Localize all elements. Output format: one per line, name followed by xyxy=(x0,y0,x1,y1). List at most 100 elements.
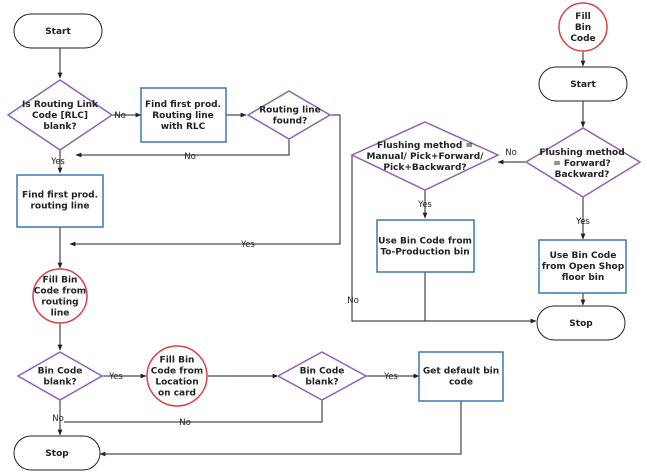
fill-bin-code-label-line: Fill xyxy=(575,12,590,22)
edge-default-to-stop xyxy=(99,401,462,457)
edge-label-manual-yes: Yes xyxy=(417,200,432,210)
fill-bin-routing-label-line: line xyxy=(51,309,70,319)
find-prod-routing-label: Find first prod.routing line xyxy=(22,191,98,212)
flush-forward-label: Flushing method= Forward?Backward? xyxy=(539,148,624,180)
edge-labels: No Yes No Yes Yes No Yes No No Yes Yes N… xyxy=(50,111,590,428)
fill-bin-routing-connector xyxy=(32,268,88,324)
start-left-label: Start xyxy=(45,27,71,37)
edge-bin2-no-to-stop xyxy=(64,400,323,423)
shapes xyxy=(6,2,642,471)
bin-blank-2-label-line: blank? xyxy=(305,378,338,388)
routing-found-label-line: Routing line xyxy=(259,106,321,116)
connector-lines xyxy=(57,48,586,457)
edge-found-yes-to-main xyxy=(69,114,341,247)
fill-bin-code-label-line: Bin xyxy=(575,23,591,33)
fill-bin-location-label-line: on card xyxy=(158,389,196,399)
start-left-label-line: Start xyxy=(45,27,71,37)
fill-bin-code-label-line: Code xyxy=(570,34,595,44)
find-prod-rlc-box xyxy=(140,87,227,143)
rlc-blank-label-line: Code [RLC] xyxy=(32,111,88,121)
find-prod-rlc-label-line: with RLC xyxy=(161,122,206,132)
rlc-blank-label-line: Is Routing Link xyxy=(22,100,99,110)
flush-manual-label-line: Flushing method = xyxy=(377,141,473,151)
find-prod-rlc-label-line: Routing line xyxy=(152,111,214,121)
flush-forward-label-line: Backward? xyxy=(555,170,610,180)
fill-bin-routing-label-line: Fill Bin xyxy=(43,276,78,286)
rlc-blank-diamond xyxy=(6,79,114,151)
edge-label-forward-yes: Yes xyxy=(575,217,590,227)
find-prod-routing-box xyxy=(16,174,104,228)
use-bin-open-shop-label-line: floor bin xyxy=(562,273,605,283)
flush-forward-diamond xyxy=(524,127,642,198)
get-default-bin-box xyxy=(418,351,504,402)
start-right-terminal xyxy=(538,66,628,102)
edge-label-found-no: No xyxy=(184,152,196,162)
fill-bin-routing-label-line: Code from xyxy=(34,287,86,297)
bin-blank-1-diamond xyxy=(16,351,104,401)
routing-found-diamond xyxy=(246,90,332,140)
fill-bin-code-connector xyxy=(558,2,608,52)
edge-label-manual-no: No xyxy=(347,296,359,306)
stop-right-label: Stop xyxy=(569,319,593,329)
start-right-label-line: Start xyxy=(570,80,596,90)
find-prod-routing-label-line: routing line xyxy=(30,202,89,212)
bin-blank-2-label-line: Bin Code xyxy=(300,367,345,377)
stop-left-label-line: Stop xyxy=(45,449,69,459)
start-right-label: Start xyxy=(570,80,596,90)
flush-forward-label-line: = Forward? xyxy=(553,159,611,169)
use-bin-open-shop-label-line: from Open Shop xyxy=(542,262,625,272)
edge-label-bin1-no: No xyxy=(52,414,64,424)
fill-bin-location-label-line: Code from xyxy=(151,367,203,377)
use-bin-production-label-line: Use Bin Code from xyxy=(378,237,472,247)
get-default-bin-label-line: code xyxy=(449,378,473,388)
edge-label-bin2-no: No xyxy=(179,418,191,428)
edge-label-forward-no: No xyxy=(505,148,517,158)
bin-blank-1-label-line: blank? xyxy=(43,378,76,388)
flush-forward-label-line: Flushing method xyxy=(539,148,624,158)
use-bin-production-box xyxy=(376,219,475,273)
flush-manual-label: Flushing method =Manual/ Pick+Forward/Pi… xyxy=(367,141,485,173)
edge-label-rlc-no: No xyxy=(114,111,126,121)
fill-bin-location-label-line: Location xyxy=(155,378,198,388)
fill-bin-location-label-line: Fill Bin xyxy=(160,356,195,366)
start-left-terminal xyxy=(13,13,103,49)
edge-found-no-to-main xyxy=(75,139,290,158)
stop-right-label-line: Stop xyxy=(569,319,593,329)
get-default-bin-label-line: Get default bin xyxy=(423,367,499,377)
bin-blank-2-diamond xyxy=(276,351,368,401)
find-prod-routing-label-line: Find first prod. xyxy=(22,191,98,201)
edge-label-rlc-yes: Yes xyxy=(50,157,65,167)
use-bin-open-shop-box xyxy=(538,239,627,294)
edge-label-bin2-yes: Yes xyxy=(383,372,398,382)
use-bin-production-label-line: To-Production bin xyxy=(380,248,469,258)
fill-bin-location-connector xyxy=(146,345,208,407)
stop-right-terminal xyxy=(536,305,626,341)
edge-manual-no-to-stop xyxy=(351,155,537,324)
fill-bin-routing-label-line: routing xyxy=(41,298,78,308)
stop-left-label: Stop xyxy=(45,449,69,459)
edge-label-found-yes: Yes xyxy=(240,240,255,250)
stop-left-terminal xyxy=(13,435,101,471)
rlc-blank-label-line: blank? xyxy=(43,122,76,132)
edge-label-bin1-yes: Yes xyxy=(108,372,123,382)
flush-manual-label-line: Pick+Backward? xyxy=(383,163,466,173)
use-bin-open-shop-label-line: Use Bin Code xyxy=(550,251,617,261)
routing-found-label-line: found? xyxy=(273,117,308,127)
flush-manual-label-line: Manual/ Pick+Forward/ xyxy=(367,152,485,162)
flush-manual-diamond xyxy=(350,121,500,191)
find-prod-rlc-label-line: Find first prod. xyxy=(145,100,221,110)
